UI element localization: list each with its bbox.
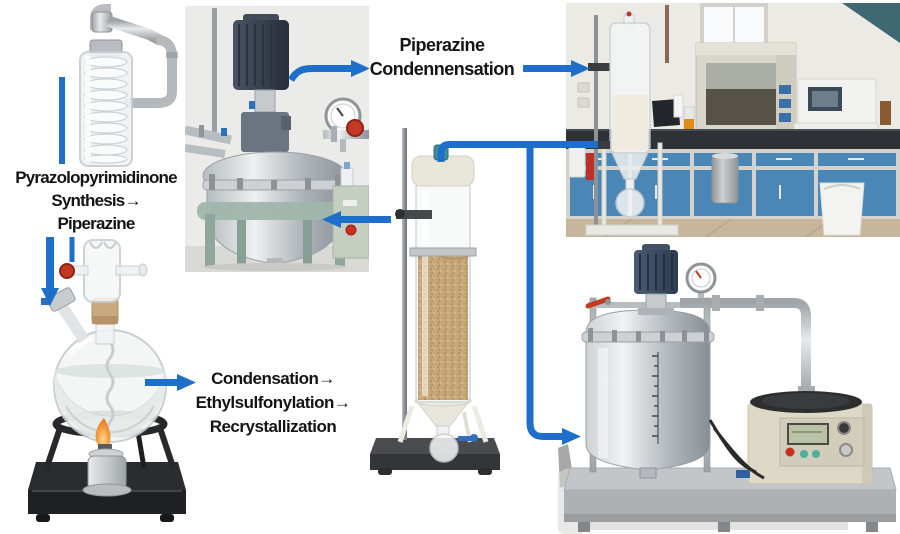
pipe-column-to-crystallizer	[526, 144, 581, 445]
condensation-step-line2: Condennensation	[369, 59, 515, 79]
packed-column-photo	[370, 128, 500, 475]
arrow-reactor-to-condensation-label	[287, 60, 370, 82]
crystallizer-photo	[558, 244, 897, 534]
condensation-step-line1: Piperazine	[399, 35, 485, 55]
heated-flask-photo	[28, 239, 186, 522]
synthesis-step-line1: Pyrazolopyrimidinone	[15, 168, 177, 187]
synthesis-step-line3: Piperazine	[57, 214, 135, 233]
stirred-reactor-photo	[185, 6, 369, 272]
pipe-column-to-lab-column	[437, 141, 598, 162]
arrow-synthesis-label-to-flask	[41, 237, 59, 306]
lab-bench-photo	[566, 3, 900, 237]
workup-steps-label: Condensation→ Ethylsulfonylation→ Recrys…	[184, 367, 362, 439]
coil-condenser-photo	[79, 4, 178, 167]
arrow-column-to-reactor	[322, 211, 391, 228]
workup-steps-line2: Ethylsulfonylation→	[195, 393, 351, 412]
arrow-condensation-label-to-lab	[523, 60, 590, 77]
condensation-step-label: Piperazine Condennensation	[356, 33, 528, 81]
synthesis-step-line2: Synthesis→	[51, 191, 141, 210]
workup-steps-line1: Condensation→	[211, 369, 335, 388]
synthesis-step-label: Pyrazolopyrimidinone Synthesis→ Piperazi…	[0, 166, 192, 235]
arrow-flask-to-condensation-steps-label	[145, 374, 196, 391]
workup-steps-line3: Recrystallization	[209, 417, 337, 436]
